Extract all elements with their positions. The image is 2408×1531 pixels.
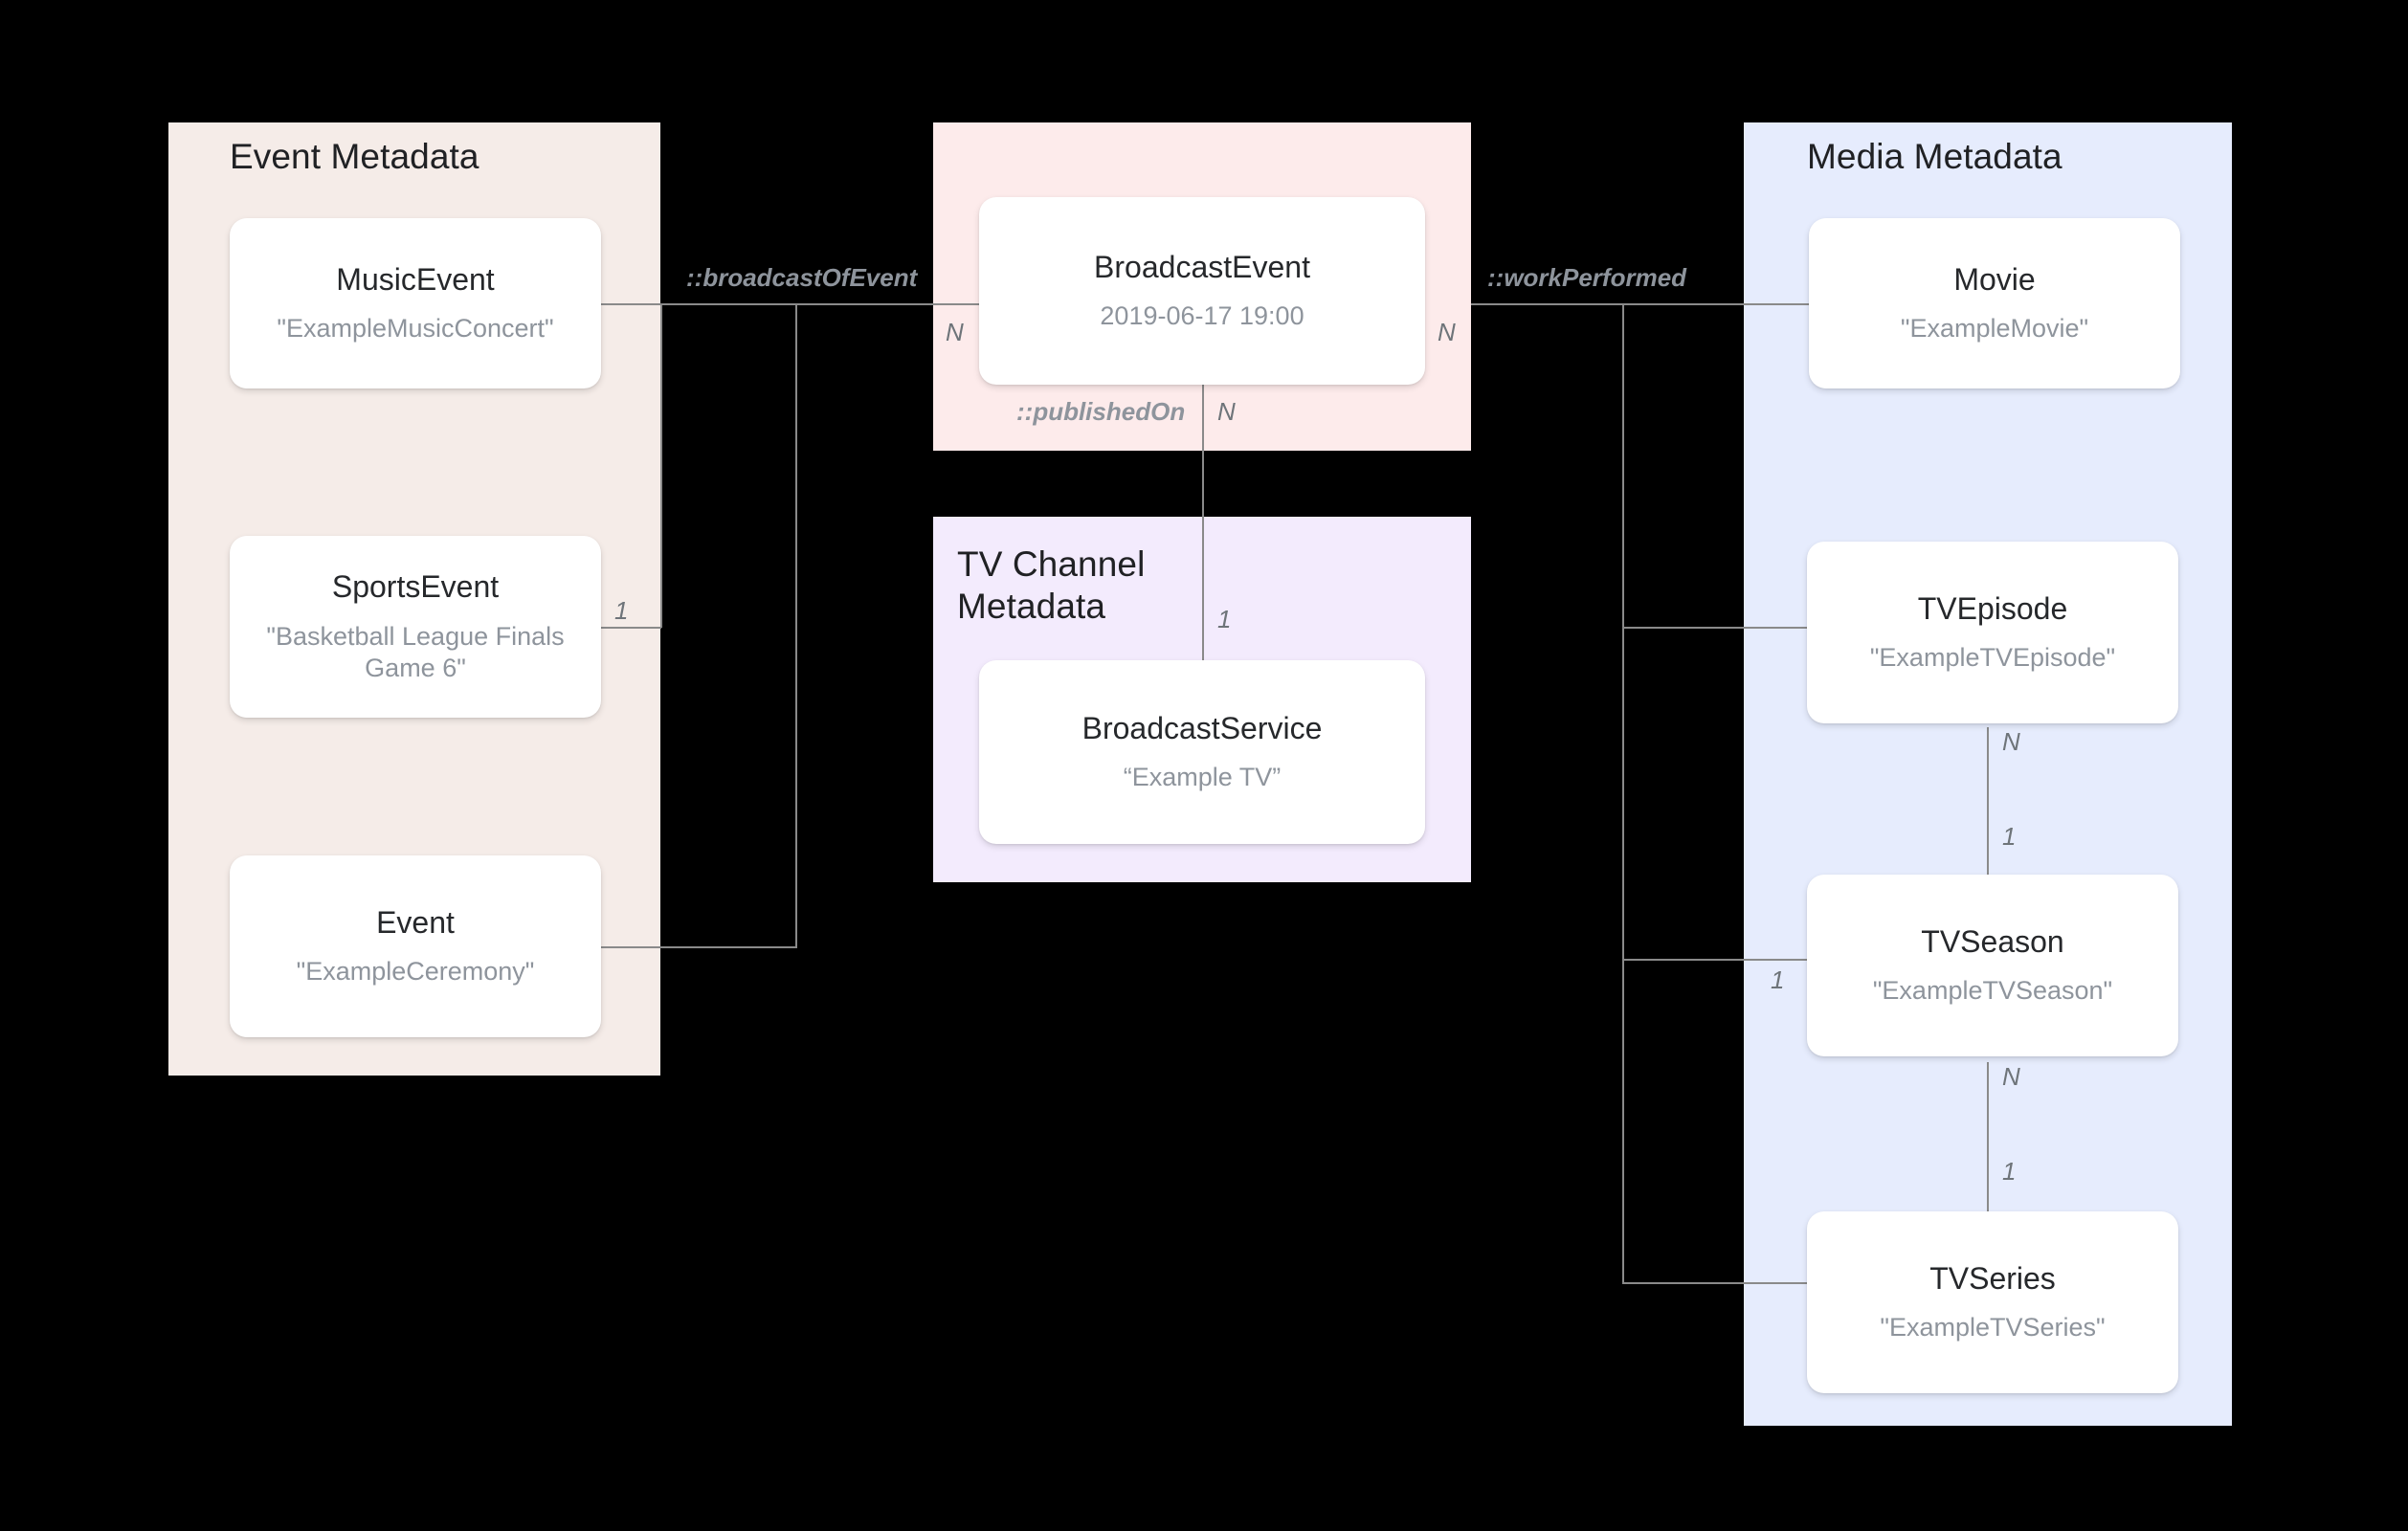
connector-tv-season-stub — [1622, 959, 1814, 961]
node-value: 2019-06-17 19:00 — [1100, 301, 1304, 331]
node-tv-episode[interactable]: TVEpisode "ExampleTVEpisode" — [1807, 542, 2178, 723]
connector-published-on — [1202, 383, 1204, 660]
node-title: BroadcastService — [1081, 711, 1323, 746]
connector-sports-event-riser — [660, 303, 662, 628]
node-music-event[interactable]: MusicEvent "ExampleMusicConcert" — [230, 218, 601, 388]
node-value: "ExampleTVSeries" — [1880, 1313, 2106, 1342]
node-title: SportsEvent — [331, 569, 500, 605]
cardinality-tv-episode-bottom: N — [2002, 727, 2020, 756]
connector-tv-series-stub — [1622, 1282, 1814, 1284]
node-value: "ExampleTVSeason" — [1872, 976, 2113, 1006]
cardinality-tv-series-top: 1 — [2002, 1157, 2017, 1186]
connector-work-performed-trunk — [1471, 303, 1810, 305]
node-title: MusicEvent — [336, 262, 495, 298]
node-title: TVEpisode — [1917, 591, 2068, 627]
node-event[interactable]: Event "ExampleCeremony" — [230, 855, 601, 1037]
cardinality-broadcast-event-right: N — [1438, 318, 1456, 346]
cardinality-broadcast-event-left: N — [946, 318, 964, 346]
node-value: "ExampleCeremony" — [296, 957, 535, 987]
connector-broadcast-of-event-trunk — [601, 303, 979, 305]
node-tv-series[interactable]: TVSeries "ExampleTVSeries" — [1807, 1211, 2178, 1393]
edge-label-published-on: ::publishedOn — [1016, 397, 1186, 426]
node-value: "ExampleMovie" — [1900, 314, 2089, 344]
group-title-event-metadata: Event Metadata — [230, 137, 479, 176]
connector-episode-season — [1987, 727, 1989, 909]
node-value: "ExampleMusicConcert" — [277, 314, 554, 344]
node-sports-event[interactable]: SportsEvent "Basketball League Finals Ga… — [230, 536, 601, 718]
cardinality-tv-season-top: 1 — [2002, 822, 2017, 851]
cardinality-broadcast-service-top: 1 — [1217, 605, 1232, 633]
connector-event-stub — [601, 946, 796, 948]
node-title: Event — [376, 905, 455, 941]
node-value: “Example TV” — [1123, 763, 1282, 792]
cardinality-tv-season-bottom: N — [2002, 1062, 2020, 1091]
connector-sports-event-stub — [601, 627, 661, 629]
node-title: Movie — [1953, 262, 2036, 298]
edge-label-work-performed: ::workPerformed — [1487, 263, 1687, 292]
node-broadcast-service[interactable]: BroadcastService “Example TV” — [979, 660, 1425, 844]
cardinality-sports-event-right: 1 — [614, 596, 629, 625]
node-value: "ExampleTVEpisode" — [1869, 643, 2116, 673]
connector-event-riser — [795, 303, 797, 948]
cardinality-tv-season-left: 1 — [1771, 965, 1785, 994]
node-value: "Basketball League Finals Game 6" — [266, 621, 565, 683]
connector-season-series — [1987, 1062, 1989, 1244]
node-title: TVSeason — [1921, 924, 2064, 960]
group-title-tv-channel-metadata: TV Channel Metadata — [957, 544, 1146, 626]
connector-media-bus — [1622, 303, 1624, 1283]
node-title: BroadcastEvent — [1094, 250, 1310, 285]
edge-label-broadcast-of-event: ::broadcastOfEvent — [686, 263, 918, 292]
connector-tv-episode-stub — [1622, 627, 1814, 629]
node-title: TVSeries — [1929, 1261, 2056, 1297]
node-broadcast-event[interactable]: BroadcastEvent 2019-06-17 19:00 — [979, 197, 1425, 385]
group-title-media-metadata: Media Metadata — [1807, 137, 2062, 176]
node-tv-season[interactable]: TVSeason "ExampleTVSeason" — [1807, 875, 2178, 1056]
node-movie[interactable]: Movie "ExampleMovie" — [1809, 218, 2180, 388]
cardinality-published-on: N — [1217, 397, 1236, 426]
